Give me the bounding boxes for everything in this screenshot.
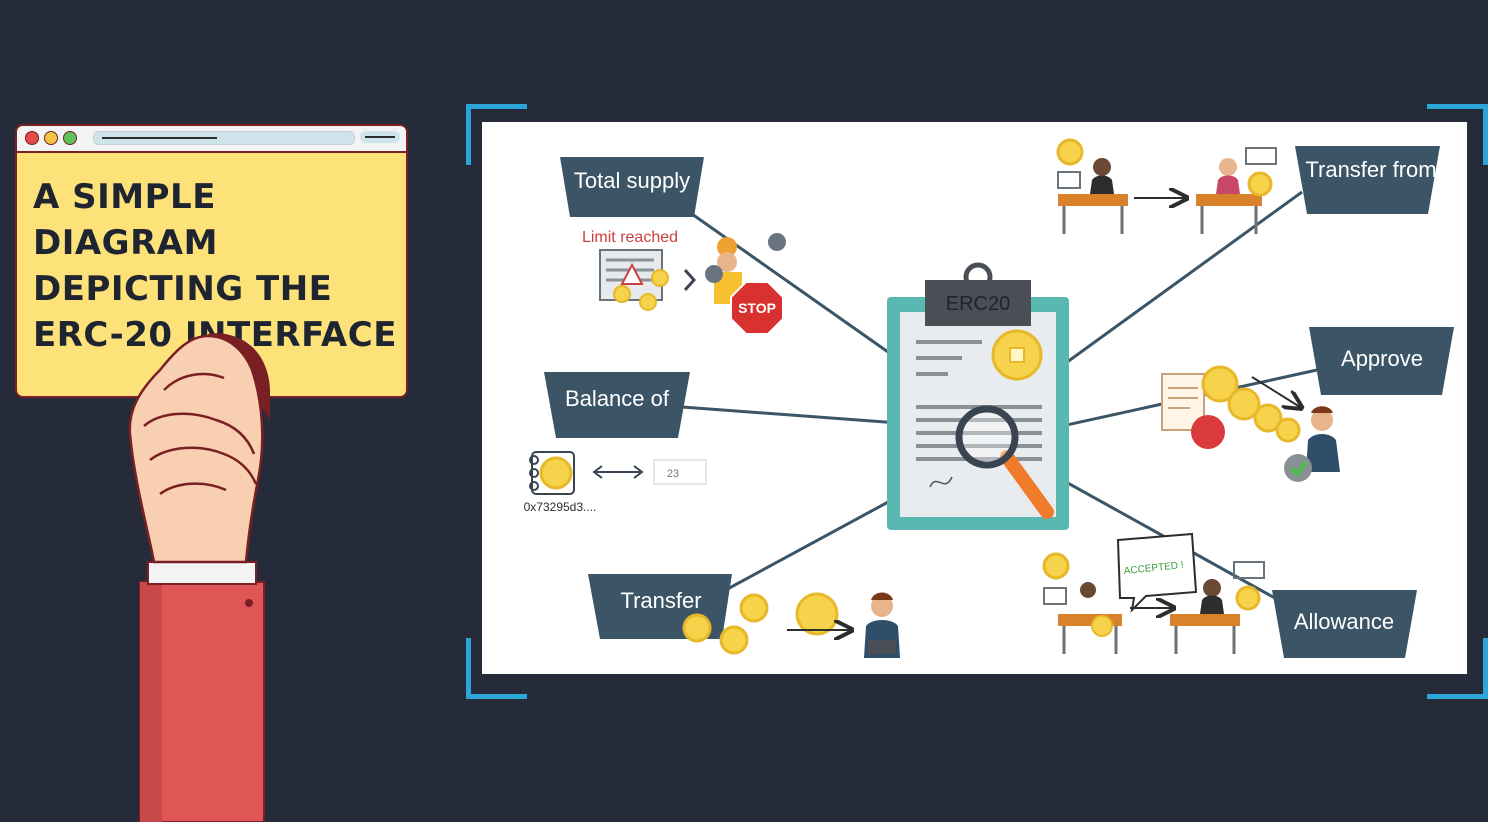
node-approve <box>1309 327 1454 395</box>
sign-title-line-2: DEPICTING THE <box>33 269 333 309</box>
person-laptop-icon <box>864 592 900 658</box>
frame-corner-top-left <box>466 104 527 165</box>
worker-stop-icon <box>705 233 786 335</box>
stop-sign-text: STOP <box>738 300 776 316</box>
frame-corner-top-right <box>1427 104 1488 165</box>
center-label: ERC20 <box>946 293 1010 315</box>
sign-card: A SIMPLE DIAGRAM DEPICTING THE ERC-20 IN… <box>15 124 408 398</box>
balance-field <box>653 459 707 485</box>
approve-arrow-icon <box>1251 376 1300 407</box>
address-bar <box>93 131 355 145</box>
document-warning-icon <box>599 249 669 311</box>
function-nodes <box>544 146 1454 658</box>
label-transfer: Transfer <box>620 588 701 613</box>
allowance-scene-icon <box>1042 532 1265 654</box>
label-approve: Approve <box>1341 346 1423 371</box>
erc20-diagram: ERC20 Total supply Balance of Transfer T… <box>482 122 1467 674</box>
balance-value: 23 <box>667 468 679 480</box>
double-arrow-icon <box>592 465 644 479</box>
transfer-coins-icon <box>682 592 839 655</box>
close-dot-icon <box>25 131 39 145</box>
frame-corner-bottom-left <box>466 638 527 699</box>
node-allowance <box>1272 590 1417 658</box>
label-balance-of: Balance of <box>565 386 670 411</box>
label-allowance: Allowance <box>1294 609 1394 634</box>
node-balance-of <box>544 372 690 438</box>
chevron-right-icon <box>683 268 697 292</box>
magnifier-icon <box>955 405 1054 519</box>
address-bar-extra <box>360 131 400 143</box>
limit-reached-text: Limit reached <box>582 229 678 246</box>
label-total-supply: Total supply <box>574 168 690 193</box>
hand-holding-sign-icon <box>128 333 270 822</box>
frame-corner-bottom-right <box>1427 638 1488 699</box>
node-total-supply <box>560 157 704 217</box>
maximize-dot-icon <box>63 131 77 145</box>
sign-title-line-1: A SIMPLE DIAGRAM <box>33 177 218 263</box>
address-text: 0x73295d3.... <box>524 500 597 514</box>
label-transfer-from: Transfer from <box>1305 157 1436 182</box>
node-transfer-from <box>1295 146 1440 214</box>
transfer-from-scene-icon <box>1056 138 1277 234</box>
browser-bar <box>17 126 406 153</box>
diagram-canvas: ERC20 Total supply Balance of Transfer T… <box>524 138 1454 658</box>
approve-scene-icon <box>1161 365 1340 482</box>
wallet-coin-icon <box>529 451 575 495</box>
minimize-dot-icon <box>44 131 58 145</box>
